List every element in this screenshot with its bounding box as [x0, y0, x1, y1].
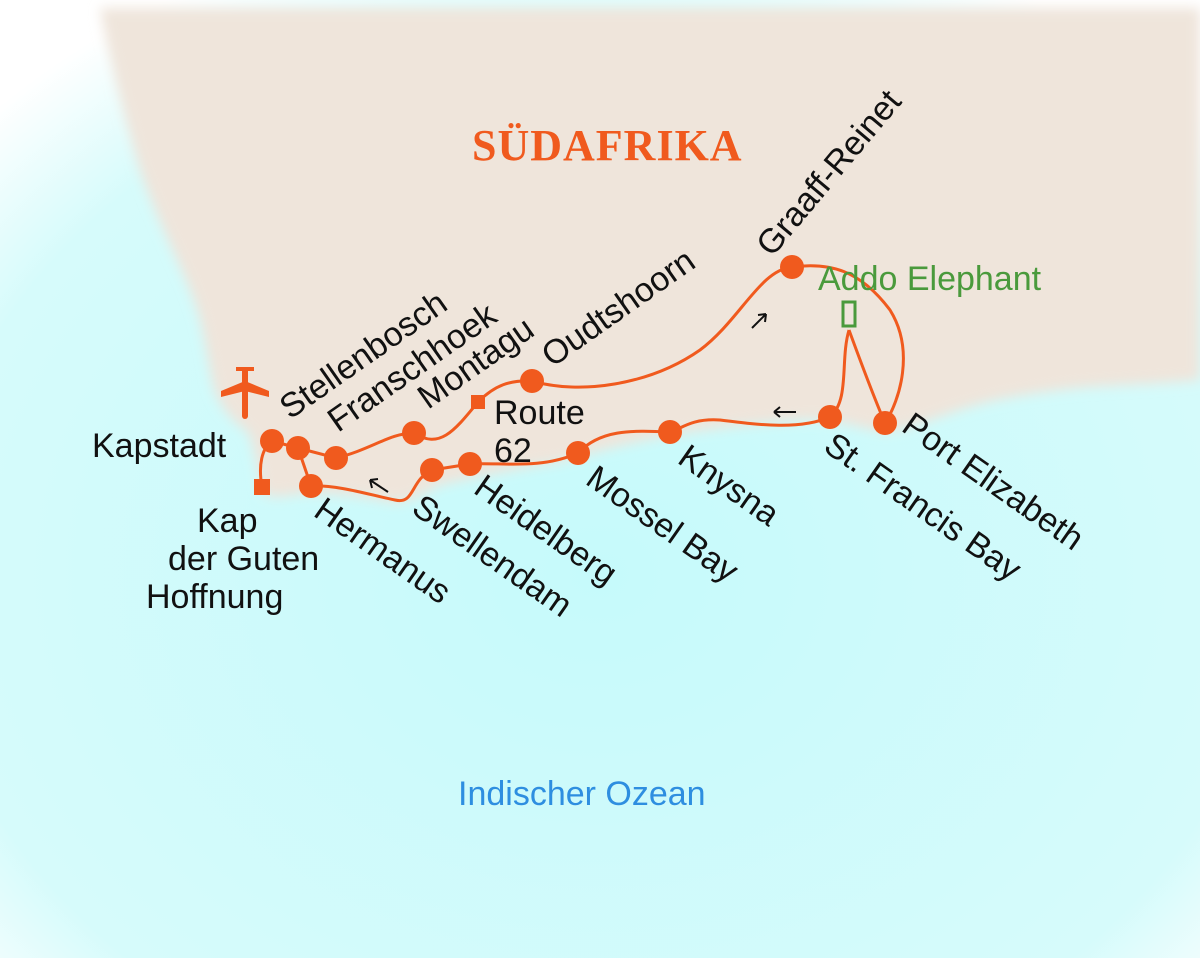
direction-arrow-icon: [369, 478, 389, 493]
stop-oudtshoorn[interactable]: [520, 369, 544, 393]
stop-route-62[interactable]: [471, 395, 485, 409]
stop-st-francis-bay[interactable]: [818, 405, 842, 429]
label-route-62-line2: 62: [494, 432, 532, 470]
stop-swellendam[interactable]: [420, 458, 444, 482]
airplane-icon: [221, 367, 269, 419]
stop-montagu[interactable]: [402, 421, 426, 445]
stop-kapstadt[interactable]: [260, 429, 284, 453]
stop-hermanus[interactable]: [299, 474, 323, 498]
label-kapstadt: Kapstadt: [92, 427, 227, 465]
stop-stellenbosch[interactable]: [286, 436, 310, 460]
stop-kap-der-guten-hoffnung[interactable]: [254, 479, 270, 495]
ocean-label: Indischer Ozean: [458, 775, 706, 813]
label-kap-line1: Kap: [197, 502, 258, 540]
stop-franschhoek[interactable]: [324, 446, 348, 470]
stop-knysna[interactable]: [658, 420, 682, 444]
stop-graaff-reinet[interactable]: [780, 255, 804, 279]
direction-arrow-icon: [773, 406, 796, 418]
stop-mossel-bay[interactable]: [566, 441, 590, 465]
national-park-icon: [841, 300, 857, 328]
direction-arrow-icon: [751, 313, 767, 329]
label-kap-line3: Hoffnung: [146, 578, 283, 616]
label-route-62-line1: Route: [494, 394, 585, 432]
stop-heidelberg[interactable]: [458, 452, 482, 476]
addo-elephant-label: Addo Elephant: [818, 260, 1042, 298]
country-label: SÜDAFRIKA: [472, 121, 743, 170]
stop-port-elizabeth[interactable]: [873, 411, 897, 435]
label-kap-line2: der Guten: [168, 540, 319, 578]
land: [100, 8, 1200, 503]
